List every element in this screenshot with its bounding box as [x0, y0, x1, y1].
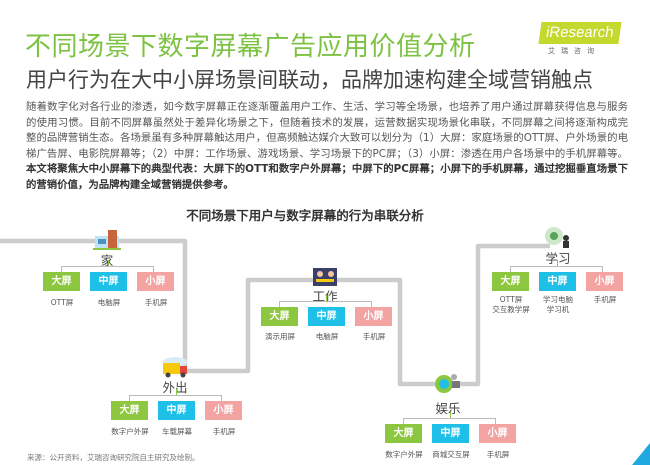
screen-box-medium: 中屏: [539, 272, 576, 291]
scene-label: 外出: [162, 380, 188, 395]
truck-icon: [163, 357, 187, 378]
connector-stem: [557, 260, 558, 266]
screen-box-small: 小屏: [479, 424, 516, 443]
screen-type-label: 手机屏: [212, 427, 236, 436]
connector-bracket: [403, 418, 496, 424]
logo-subtitle: 艾瑞咨询: [548, 47, 600, 55]
screen-box-large: 大屏: [385, 424, 422, 443]
connector-stem: [326, 295, 327, 301]
screen-type-label: OTT屏: [50, 298, 74, 307]
intro-text: 随着数字化对各行业的渗透，如今数字屏幕正在逐渐覆盖用户工作、生活、学习等全场景，…: [26, 101, 628, 160]
screen-box-medium: 中屏: [158, 401, 195, 420]
connector-stem: [450, 412, 451, 418]
screen-type-label: 演示用屏: [265, 332, 295, 341]
screen-type-label: OTT屏 交互教学屏: [492, 295, 530, 314]
screen-box-small: 小屏: [205, 401, 242, 420]
office-icon: [313, 268, 337, 286]
screen-type-label: 手机屏: [362, 332, 386, 341]
scene-label: 学习: [545, 251, 571, 266]
screen-type-label: 手机屏: [486, 450, 510, 459]
intro-bold-text: 本文将聚焦大中小屏幕下的典型代表：大屏下的OTT和数字户外屏幕；中屏下的PC屏幕…: [26, 163, 628, 191]
screen-type-label: 车载屏幕: [162, 427, 192, 436]
scene-label: 娱乐: [435, 401, 461, 416]
page-subtitle: 用户行为在大中小屏场景间联动，品牌加速构建全域营销触点: [26, 68, 593, 92]
connector-bracket: [279, 301, 372, 307]
screen-type-label: 电脑屏: [315, 332, 339, 341]
screen-type-label: 手机屏: [593, 295, 617, 304]
screen-type-label: 数字户外屏: [385, 450, 423, 459]
screen-box-medium: 中屏: [432, 424, 469, 443]
study-icon: [545, 227, 569, 248]
screen-type-label: 电脑屏: [97, 298, 121, 307]
screen-box-small: 小屏: [355, 307, 392, 326]
scene-label: 工作: [312, 289, 338, 304]
screen-type-label: 商城交互屏: [432, 450, 470, 459]
screen-box-large: 大屏: [111, 401, 148, 420]
screen-type-label: 数字户外屏: [111, 427, 149, 436]
house-icon: [93, 230, 121, 250]
screen-box-large: 大屏: [43, 272, 80, 291]
screen-box-large: 大屏: [261, 307, 298, 326]
screen-box-small: 小屏: [586, 272, 623, 291]
page-title: 不同场景下数字屏幕广告应用价值分析: [25, 32, 476, 62]
source-note: 来源：公开资料，艾瑞咨询研究院自主研究及绘制。: [27, 453, 200, 462]
connector-stem: [108, 260, 109, 266]
screen-box-medium: 中屏: [90, 272, 127, 291]
connector-bracket: [61, 266, 154, 272]
screen-box-large: 大屏: [492, 272, 529, 291]
connector-bracket: [510, 266, 603, 272]
screen-box-medium: 中屏: [308, 307, 345, 326]
scene-label: 家: [100, 253, 114, 268]
intro-paragraph: 随着数字化对各行业的渗透，如今数字屏幕正在逐渐覆盖用户工作、生活、学习等全场景，…: [26, 100, 628, 193]
screen-type-label: 学习电脑 学习机: [543, 295, 573, 314]
film-camera-icon: [435, 374, 460, 393]
connector-stem: [176, 389, 177, 395]
chart-title: 不同场景下用户与数字屏幕的行为串联分析: [186, 208, 424, 223]
screen-box-small: 小屏: [137, 272, 174, 291]
connector-bracket: [129, 395, 222, 401]
screen-type-label: 手机屏: [144, 298, 168, 307]
corner-decoration: [632, 443, 650, 465]
